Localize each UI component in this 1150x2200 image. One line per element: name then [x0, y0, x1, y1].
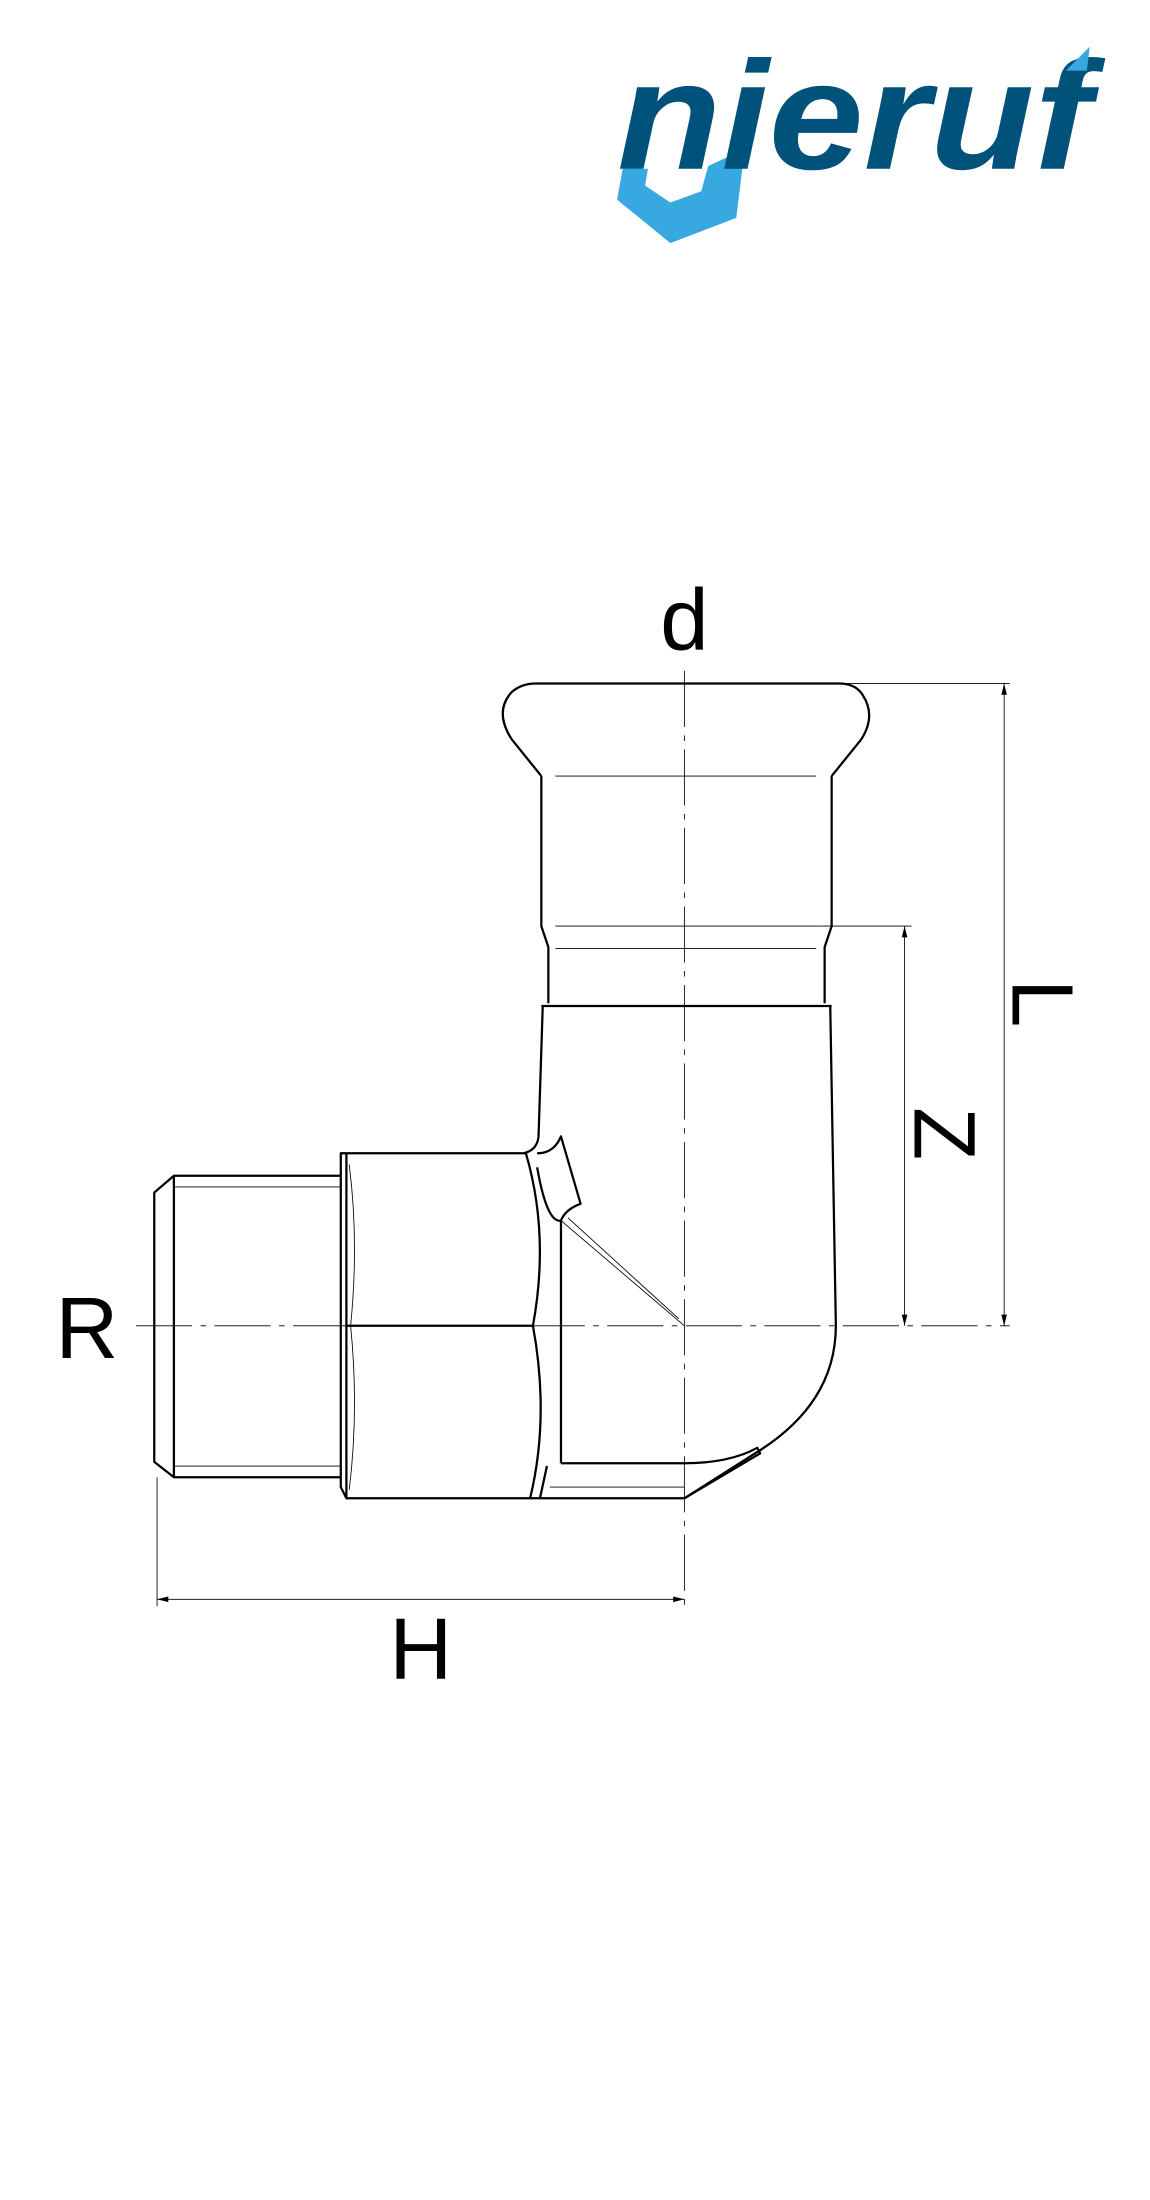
- dimension-lines: [156, 683, 1010, 1607]
- label-Z: Z: [895, 1107, 992, 1160]
- male-thread: [153, 1174, 341, 1479]
- press-socket-bead: [501, 682, 871, 777]
- logo-wordmark: nieruf: [617, 29, 1106, 202]
- label-d: d: [660, 572, 708, 669]
- elbow-body: [522, 1006, 837, 1500]
- socket-walls: [540, 776, 833, 1004]
- label-H: H: [389, 1601, 452, 1698]
- label-L: L: [994, 979, 1091, 1027]
- label-R: R: [56, 1280, 119, 1377]
- brand-logo: nieruf: [617, 29, 1106, 244]
- logo-shield: [617, 149, 745, 244]
